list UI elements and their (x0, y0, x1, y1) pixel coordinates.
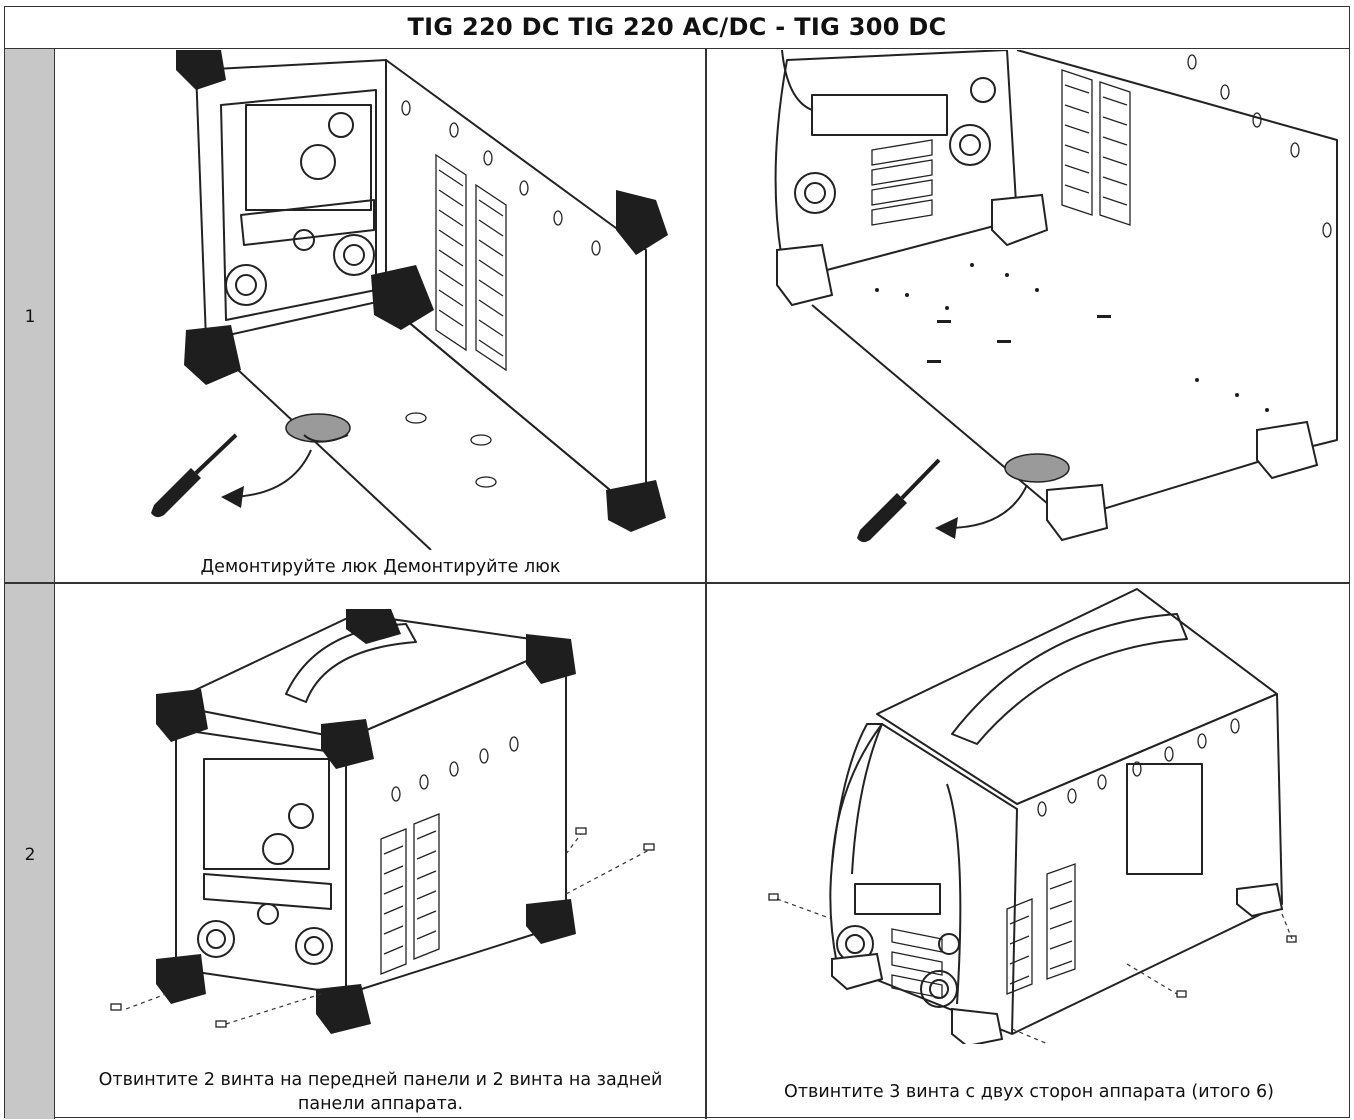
machine-bottom-view-small (151, 50, 668, 550)
screw-icon (110, 827, 655, 1028)
title-row: TIG 220 DC TIG 220 AC/DC - TIG 300 DC (5, 7, 1349, 49)
machine-front-view-small (110, 609, 655, 1034)
illustration-step2-left: Отвинтите 2 винта на передней панели и 2… (56, 584, 705, 1119)
step2-caption-left: Отвинтите 2 винта на передней панели и 2… (98, 1070, 663, 1114)
illustration-step1-right (707, 50, 1351, 582)
step-cell-2: 2 (5, 583, 55, 1119)
step2-caption-right: Отвинтите 3 винта с двух сторон аппарата… (784, 1082, 1274, 1102)
screwdriver-icon (151, 433, 238, 518)
machine-bottom-view-large (774, 50, 1338, 543)
step-number-2: 2 (24, 845, 36, 865)
instruction-table: TIG 220 DC TIG 220 AC/DC - TIG 300 DC 1 … (4, 6, 1351, 1119)
curved-arrow-icon (221, 449, 312, 508)
illustration-step2-right: Отвинтите 3 винта с двух сторон аппарата… (707, 584, 1351, 1119)
step1-caption: Демонтируйте люк Демонтируйте люк (200, 557, 561, 577)
screwdriver-icon (857, 458, 941, 543)
curved-arrow-icon (935, 484, 1028, 539)
screw-icon (768, 893, 1297, 998)
page-title: TIG 220 DC TIG 220 AC/DC - TIG 300 DC (407, 13, 947, 41)
step-cell-1: 1 (5, 49, 55, 582)
illustration-step1-left: Демонтируйте люк Демонтируйте люк (56, 50, 705, 582)
row-divider (5, 582, 1349, 584)
step-number-1: 1 (24, 307, 36, 327)
machine-front-view-large (768, 588, 1297, 1044)
column-divider (705, 49, 707, 1119)
